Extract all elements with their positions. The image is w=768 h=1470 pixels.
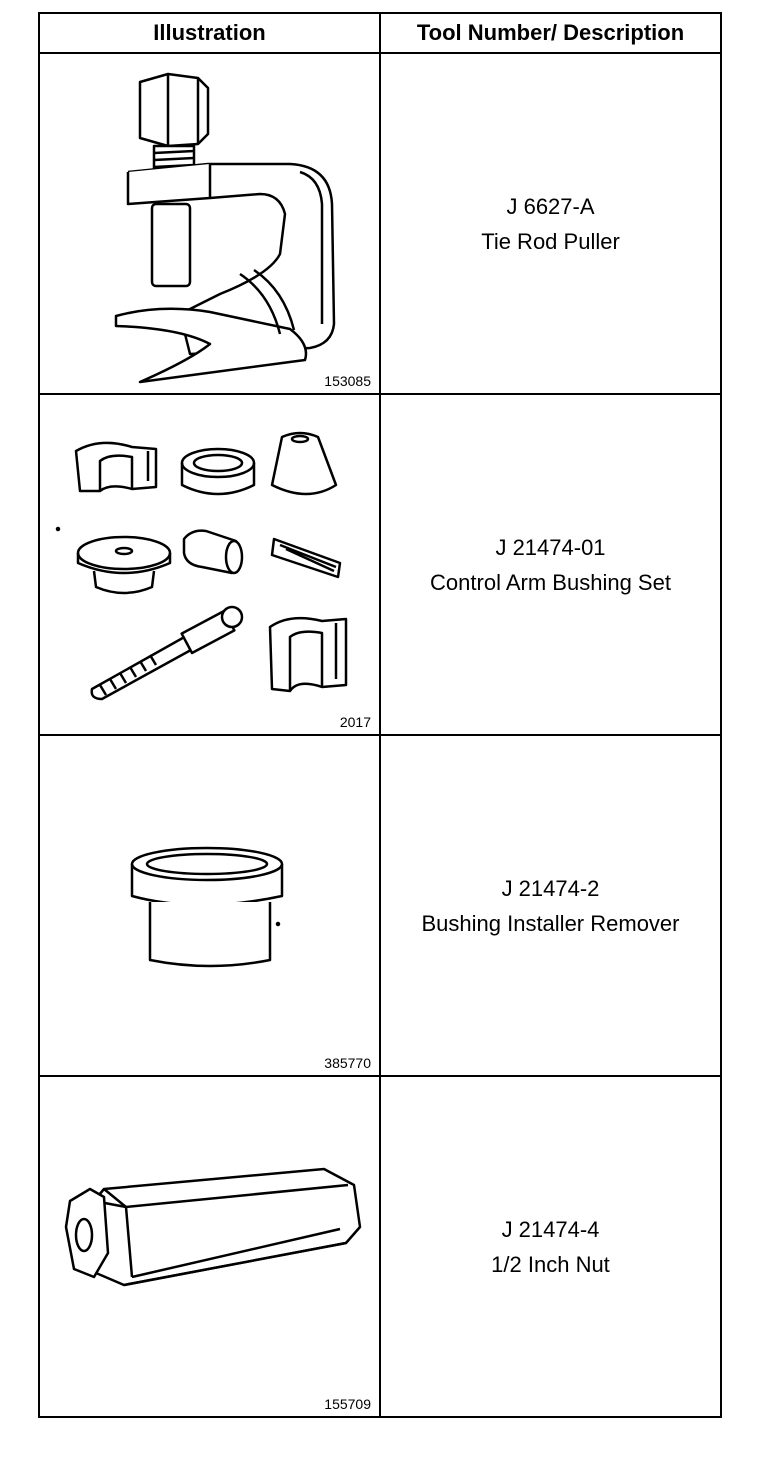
table-row: 2017 J 21474-01 Control Arm Bushing Set	[38, 393, 722, 736]
figure-number: 153085	[324, 373, 371, 389]
description-cell: J 21474-2 Bushing Installer Remover	[379, 734, 722, 1077]
tool-number: J 21474-01	[495, 534, 606, 560]
tool-number: J 21474-4	[501, 1216, 600, 1242]
tool-description: Bushing Installer Remover	[421, 910, 680, 936]
illustration-cell: 2017	[38, 393, 381, 736]
tool-table: Illustration Tool Number/ Description	[38, 12, 722, 1418]
description-cell: J 6627-A Tie Rod Puller	[379, 52, 722, 395]
bushing-installer-icon	[130, 846, 284, 968]
table-row: 385770 J 21474-2 Bushing Installer Remov…	[38, 734, 722, 1077]
tool-description: Control Arm Bushing Set	[430, 569, 671, 595]
illustration-cell: 385770	[38, 734, 381, 1077]
bushing-set-icon	[55, 431, 348, 701]
tool-description: Tie Rod Puller	[481, 228, 620, 254]
table-row: 153085 J 6627-A Tie Rod Puller	[38, 52, 722, 395]
figure-number: 385770	[324, 1055, 371, 1071]
description-cell: J 21474-4 1/2 Inch Nut	[379, 1075, 722, 1418]
illustration-cell: 155709	[38, 1075, 381, 1418]
illustration-cell: 153085	[38, 52, 381, 395]
figure-number: 2017	[339, 714, 371, 730]
tie-rod-puller-icon	[114, 72, 336, 384]
figure-number: 155709	[324, 1396, 371, 1412]
table-row: 155709 J 21474-4 1/2 Inch Nut	[38, 1075, 722, 1418]
tool-number: J 21474-2	[501, 875, 600, 901]
half-inch-nut-icon	[64, 1167, 362, 1287]
header-illustration: Illustration	[38, 12, 381, 54]
tool-number: J 6627-A	[506, 193, 595, 219]
description-cell: J 21474-01 Control Arm Bushing Set	[379, 393, 722, 736]
header-row: Illustration Tool Number/ Description	[38, 12, 722, 54]
header-tool-description: Tool Number/ Description	[379, 12, 722, 54]
tool-description: 1/2 Inch Nut	[491, 1251, 610, 1277]
